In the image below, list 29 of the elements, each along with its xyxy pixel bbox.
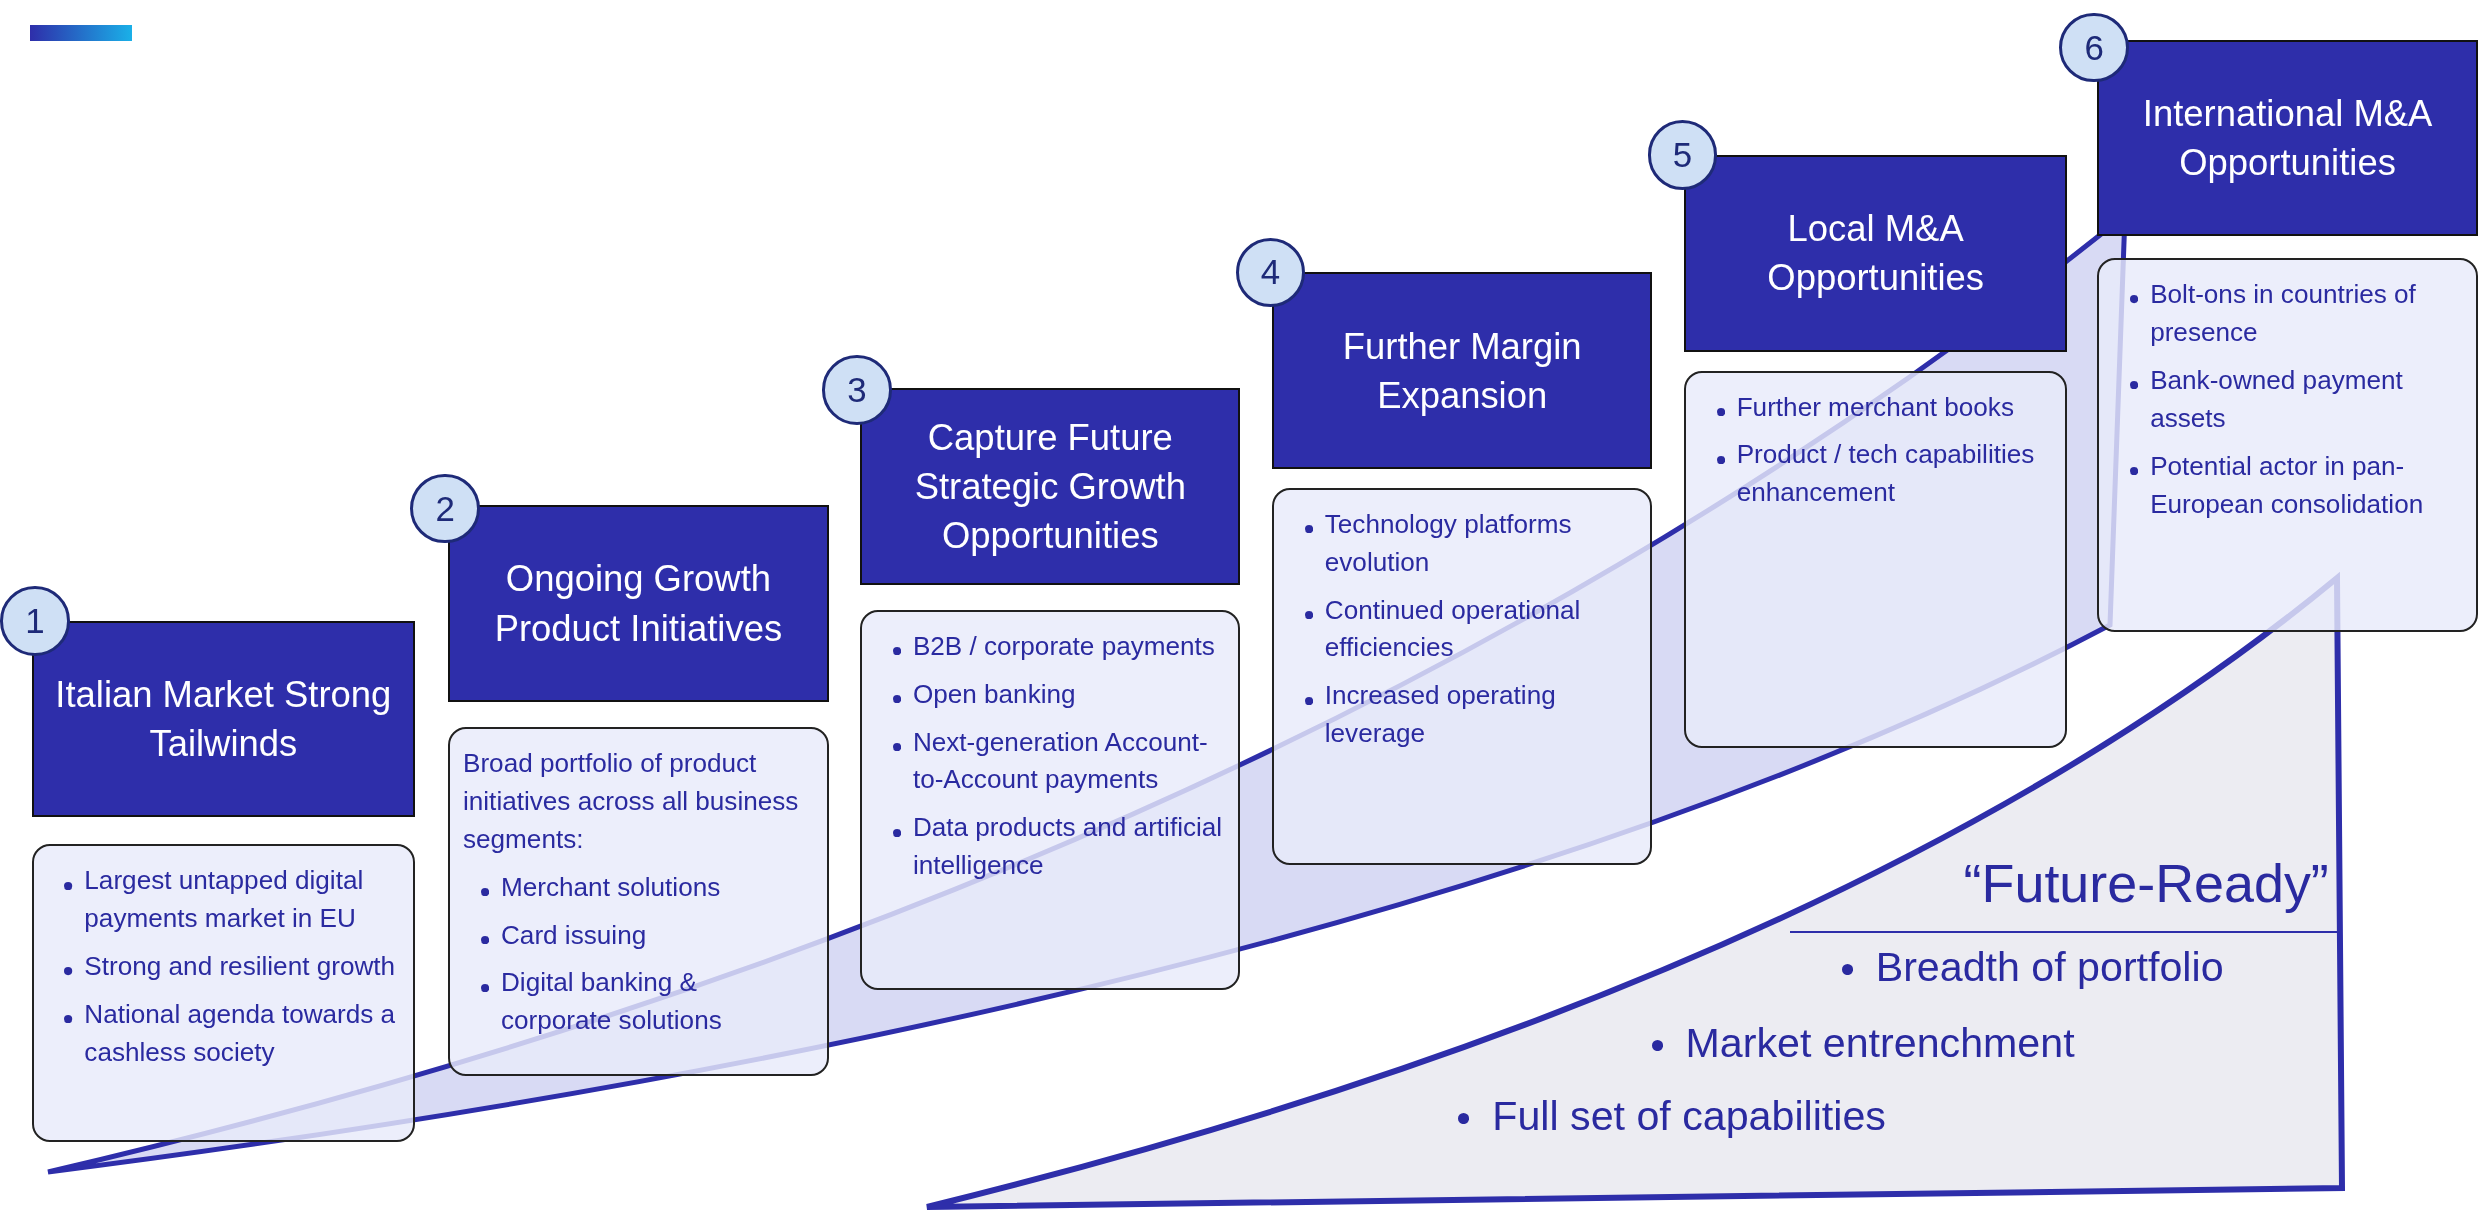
step-number-badge: 3: [822, 354, 892, 425]
bullet-item: Merchant solutions: [501, 871, 721, 902]
bullet-item: Digital banking & corporate solutions: [501, 967, 722, 1036]
bullet-item: Strong and resilient growth: [84, 950, 396, 981]
step-number-badge: 2: [410, 473, 480, 544]
bullet-item: Potential actor in pan-European consolidation: [2150, 450, 2424, 519]
step-number-badge: 6: [2059, 12, 2130, 83]
bullet-item: Increased operating leverage: [1324, 680, 1556, 749]
bullet-item: Market entrenchment: [1685, 1020, 2075, 1068]
intro-text: Broad portfolio of product initiatives across all business segments:: [463, 746, 800, 856]
bullet-item: National agenda towards a cashless society: [84, 998, 396, 1067]
bullet-item: Open banking: [912, 678, 1076, 709]
bullet-item: Data products and artificial intelligence: [912, 812, 1223, 881]
bullet-item: Bank-owned payment assets: [2150, 364, 2403, 433]
bullet-item: Product / tech capabilities enhancement: [1736, 439, 2035, 508]
bullet-item: Largest untapped digital payments market in EU: [84, 865, 364, 934]
bullet-item: Bolt-ons in countries of presence: [2150, 279, 2416, 347]
bullet-item: Breadth of portfolio: [1875, 944, 2224, 992]
bullet-item: Card issuing: [501, 919, 647, 950]
step-number-badge: 1: [0, 586, 70, 656]
bullet-item: Next-generation Account-to-Account payments: [912, 726, 1208, 795]
bullet-item: Further merchant books: [1736, 391, 2014, 422]
bullet-item: Continued operational efficiencies: [1324, 594, 1581, 663]
step-number-badge: 4: [1235, 237, 1306, 308]
bullet-item: Technology platforms evolution: [1324, 508, 1572, 577]
bullet-item: Full set of capabilities: [1492, 1093, 1886, 1141]
heading-text: “Future-Ready”: [1963, 852, 2329, 915]
step-number-badge: 5: [1647, 120, 1718, 191]
bullet-item: B2B / corporate payments: [912, 630, 1215, 661]
